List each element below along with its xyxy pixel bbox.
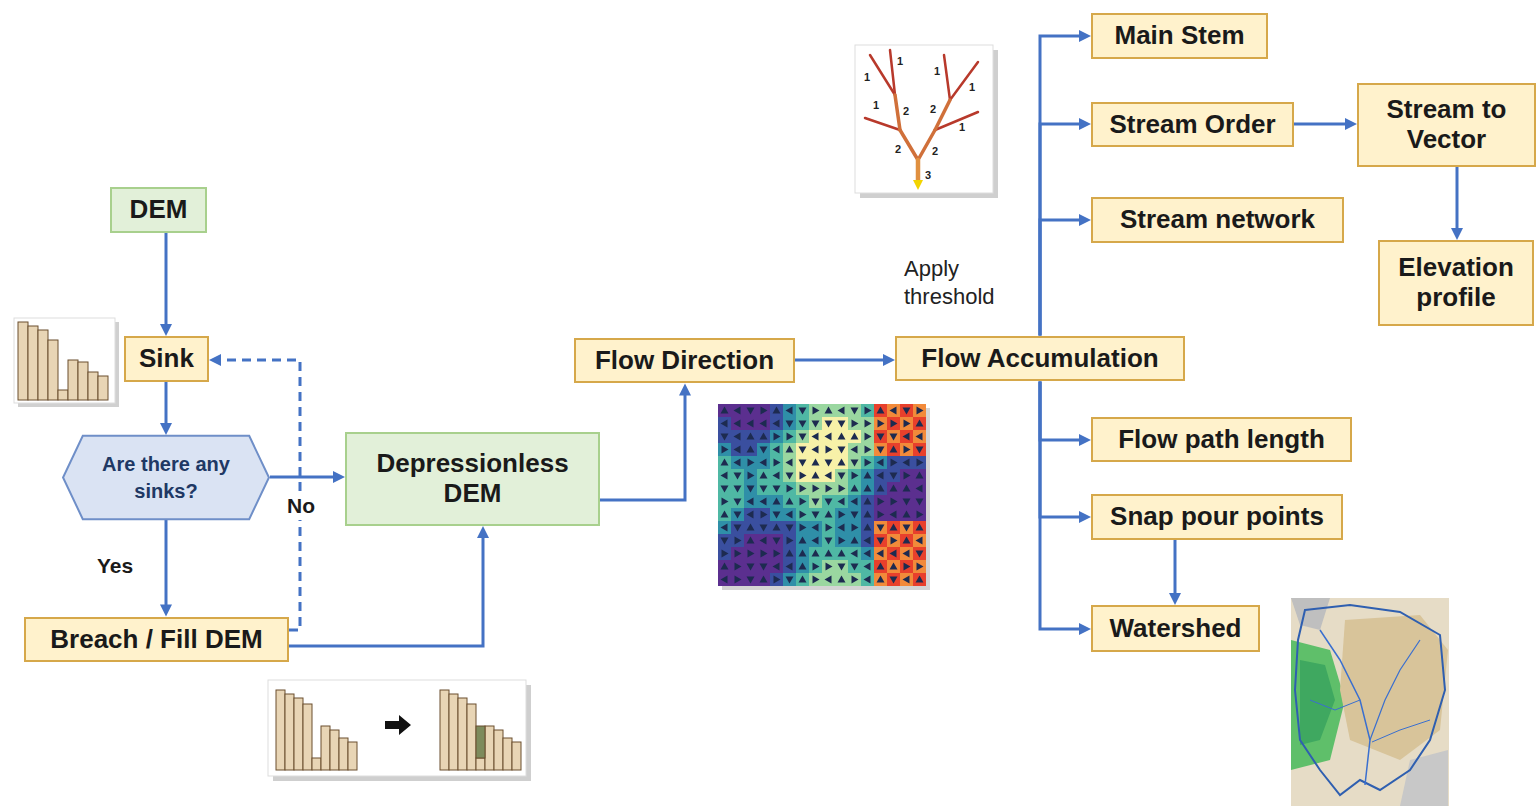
box-label: Snap pour points	[1103, 502, 1331, 532]
arrow-head	[1079, 434, 1091, 446]
box-label: Depressionless DEM	[361, 449, 584, 509]
arrow-head	[209, 354, 221, 366]
flow-connector	[1451, 167, 1463, 240]
box-label: Stream network	[1103, 205, 1332, 235]
box-label: Breach / Fill DEM	[36, 625, 277, 655]
box-label: Main Stem	[1103, 21, 1256, 51]
stream-order-number: 1	[959, 121, 965, 135]
flow-connector	[1294, 118, 1357, 130]
process-box: Flow Direction	[574, 338, 795, 384]
stream-order-number: 1	[897, 55, 903, 69]
process-box: Breach / Fill DEM	[24, 617, 289, 663]
hexagon-outline	[62, 435, 270, 520]
process-box: Stream network	[1091, 197, 1344, 243]
arrow-head	[160, 324, 172, 336]
stream-order-number: 2	[895, 143, 901, 157]
watershed-map	[1291, 598, 1449, 806]
process-box: Flow Accumulation	[895, 336, 1185, 382]
edge-label: Yes	[93, 552, 137, 580]
arrow-head	[1079, 214, 1091, 226]
process-box: Snap pour points	[1091, 494, 1343, 540]
stream-order-number: 1	[864, 71, 870, 85]
stream-order-number: 1	[873, 99, 879, 113]
stream-order-number: 1	[934, 65, 940, 79]
flow-direction-raster	[718, 404, 930, 590]
arrow-head	[1079, 623, 1091, 635]
box-label: Flow path length	[1103, 425, 1340, 455]
arrow-head	[333, 471, 345, 483]
arrow-head	[679, 383, 691, 395]
process-box: Elevation profile	[1378, 240, 1534, 326]
stream-order-number: 2	[930, 103, 936, 117]
decision-hexagon: Are there any sinks?	[62, 435, 270, 520]
box-label: Are there any sinks?	[102, 451, 230, 505]
arrow-head	[477, 526, 489, 538]
box-label: Watershed	[1103, 614, 1248, 644]
box-label: Stream Order	[1103, 110, 1282, 140]
process-box: Watershed	[1091, 605, 1260, 652]
flow-connector	[1040, 118, 1091, 336]
sink-illustration	[14, 318, 119, 407]
box-label: Elevation profile	[1390, 253, 1522, 313]
box-label: Stream to Vector	[1369, 95, 1524, 155]
arrow-head	[1345, 118, 1357, 130]
box-label: Sink	[136, 344, 197, 374]
box-label: DEM	[126, 195, 191, 225]
flow-connector	[1040, 214, 1091, 336]
arrow-head	[1079, 30, 1091, 42]
fill-illustration	[268, 680, 531, 781]
arrow-head	[1079, 118, 1091, 130]
flow-connector	[289, 526, 489, 646]
process-box: Stream Order	[1091, 102, 1294, 148]
stream-order-number: 1	[969, 81, 975, 95]
stream-order-number: 2	[903, 105, 909, 119]
process-box: Main Stem	[1091, 13, 1268, 59]
arrow-head	[1079, 511, 1091, 523]
process-box: Sink	[124, 336, 209, 382]
flow-connector	[1040, 381, 1091, 635]
arrow-head	[1169, 593, 1181, 605]
arrow-head	[160, 605, 172, 617]
note-label: Apply threshold	[904, 255, 1029, 310]
stream-order-number: 3	[925, 169, 931, 183]
flow-connector	[1040, 30, 1091, 336]
flow-connector	[160, 382, 172, 435]
flow-connector	[1169, 540, 1181, 605]
arrow-head	[1451, 228, 1463, 240]
arrow-head	[883, 354, 895, 366]
process-box: Stream to Vector	[1357, 83, 1536, 167]
edge-label: No	[283, 492, 319, 520]
flow-connector	[270, 471, 345, 483]
flow-connector	[1040, 381, 1091, 523]
box-label: Flow Direction	[586, 346, 783, 376]
arrow-head	[160, 423, 172, 435]
stream-order-number: 2	[932, 145, 938, 159]
flow-connector	[1040, 381, 1091, 446]
stream-order-illustration	[855, 45, 998, 198]
process-box: Flow path length	[1091, 417, 1352, 463]
flow-connector	[160, 233, 172, 336]
flow-connector	[600, 383, 691, 500]
flow-connector	[795, 354, 895, 366]
data-box: Depressionless DEM	[345, 432, 600, 526]
data-box: DEM	[110, 187, 207, 233]
box-label: Flow Accumulation	[907, 344, 1173, 374]
flow-connector	[160, 520, 172, 617]
